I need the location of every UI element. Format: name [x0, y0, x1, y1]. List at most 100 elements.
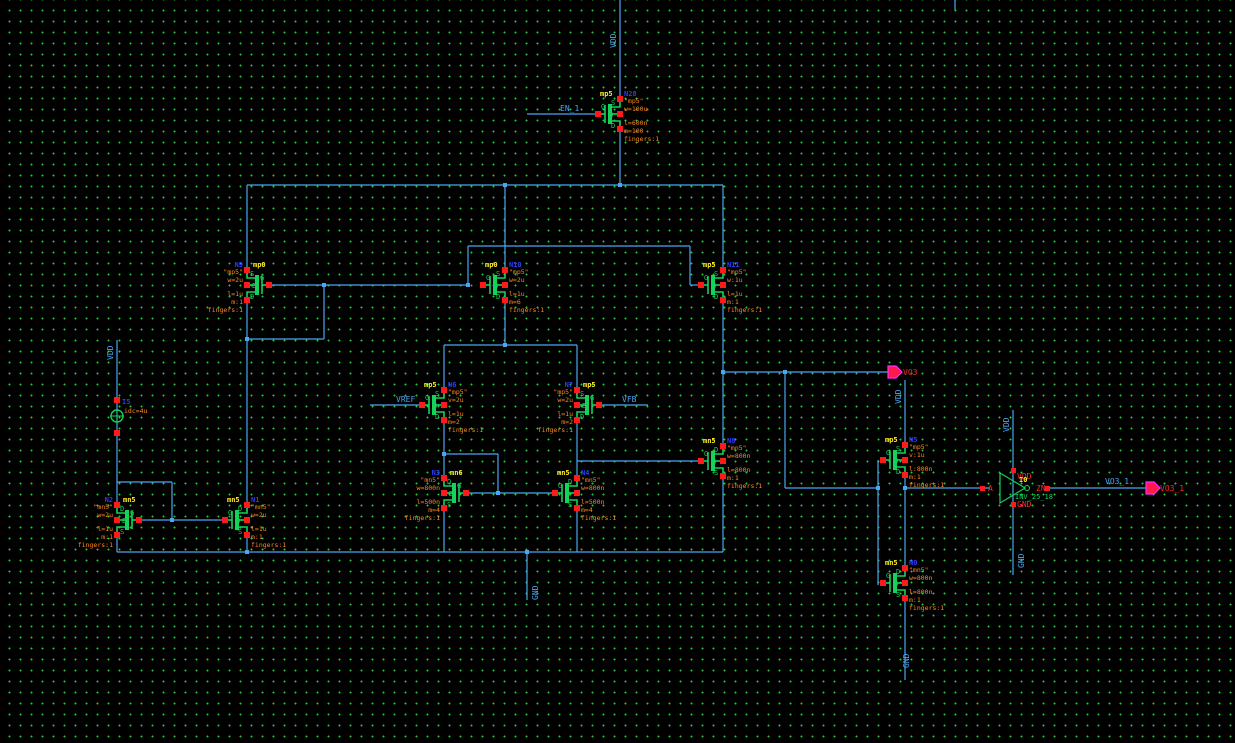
- model-name: "mp5": [727, 268, 747, 276]
- terminal-pin[interactable]: [617, 126, 623, 132]
- terminal-pin[interactable]: [114, 502, 120, 508]
- param-width: w=2u: [227, 276, 243, 284]
- terminal-pin[interactable]: [244, 502, 250, 508]
- terminal-pin[interactable]: [244, 517, 250, 523]
- terminal-pin[interactable]: [502, 282, 508, 288]
- terminal-pin[interactable]: [698, 282, 704, 288]
- terminal-pin[interactable]: [720, 267, 726, 273]
- current-source-i5[interactable]: I5 idc=4u: [110, 397, 148, 436]
- terminal-label: S: [714, 469, 718, 477]
- terminal-pin[interactable]: [114, 532, 120, 538]
- terminal-pin[interactable]: [595, 111, 601, 117]
- terminal-pin[interactable]: [574, 490, 580, 496]
- terminal-pin[interactable]: [574, 475, 580, 481]
- terminal-pin[interactable]: [902, 565, 908, 571]
- instance-name: N9: [235, 261, 243, 269]
- terminal-pin[interactable]: [720, 282, 726, 288]
- terminal-label: B: [252, 282, 256, 290]
- terminal-pin[interactable]: [720, 443, 726, 449]
- inverter-i0[interactable]: A VDD I0 ZN GND INV_25_18: [980, 468, 1053, 509]
- param-fingers: fingers:1: [624, 135, 659, 143]
- terminal-pin[interactable]: [902, 442, 908, 448]
- pin-label-vo3-1: VO3_1: [1160, 484, 1184, 493]
- terminal-pin[interactable]: [574, 402, 580, 408]
- terminal-pin[interactable]: [902, 595, 908, 601]
- terminal-pin[interactable]: [698, 458, 704, 464]
- terminal-label: S: [120, 528, 124, 536]
- terminal-pin[interactable]: [441, 387, 447, 393]
- terminal-pin[interactable]: [441, 475, 447, 481]
- terminal-pin[interactable]: [574, 417, 580, 423]
- terminal-pin[interactable]: [441, 402, 447, 408]
- terminal-pin[interactable]: [441, 505, 447, 511]
- terminal-pin[interactable]: [596, 402, 602, 408]
- terminal-pin[interactable]: [136, 517, 142, 523]
- param-multiplier: m:1: [909, 596, 921, 604]
- param-fingers: fingers:1: [909, 481, 944, 489]
- terminal-pin[interactable]: [574, 387, 580, 393]
- terminal-pin[interactable]: [902, 580, 908, 586]
- terminal-pin[interactable]: [720, 297, 726, 303]
- terminal-pin[interactable]: [419, 402, 425, 408]
- terminal-label: S: [238, 528, 242, 536]
- terminal-pin[interactable]: [244, 297, 250, 303]
- terminal-pin[interactable]: [441, 490, 447, 496]
- model-name: "mp5": [509, 268, 529, 276]
- terminal-pin[interactable]: [222, 517, 228, 523]
- terminal-pin[interactable]: [502, 297, 508, 303]
- terminal-pin[interactable]: [266, 282, 272, 288]
- terminal-label: B: [582, 402, 586, 410]
- terminal-label: D: [435, 413, 439, 421]
- terminal-pin[interactable]: [617, 111, 623, 117]
- terminal-pin[interactable]: [902, 457, 908, 463]
- param-length: l=1u: [509, 290, 525, 298]
- terminal-label: S: [250, 270, 254, 278]
- terminal-pin[interactable]: [244, 282, 250, 288]
- terminal-pin[interactable]: [552, 490, 558, 496]
- terminal-pin[interactable]: [720, 473, 726, 479]
- param-fingers: fingers:1: [581, 514, 616, 522]
- terminal-pin[interactable]: [114, 517, 120, 523]
- net-labels: VDD EN_1 VDD VREF VFB GND VDD GND VDD GN…: [106, 33, 1129, 668]
- terminal-pin[interactable]: [463, 490, 469, 496]
- terminal-pin[interactable]: [880, 580, 886, 586]
- terminal-label: S: [447, 501, 451, 509]
- pin-vo3[interactable]: VO3: [887, 365, 918, 379]
- param-width: w=2u: [557, 396, 573, 404]
- terminal-pin[interactable]: [244, 532, 250, 538]
- terminal-pin[interactable]: [502, 267, 508, 273]
- instance-name: N11: [727, 261, 740, 269]
- model-name: "mn5": [420, 476, 440, 484]
- terminal-pin[interactable]: [480, 282, 486, 288]
- terminal-pin[interactable]: [244, 267, 250, 273]
- terminal-pin[interactable]: [902, 472, 908, 478]
- param-length: l=1u: [251, 525, 267, 533]
- terminal-pin[interactable]: [441, 417, 447, 423]
- terminal-pin[interactable]: [720, 458, 726, 464]
- terminal-pin[interactable]: [880, 457, 886, 463]
- inverter-inst: I0: [1019, 476, 1027, 484]
- terminal-pin[interactable]: [617, 96, 623, 102]
- terminal-label: S: [580, 390, 584, 398]
- net-label-vdd-right: VDD: [894, 389, 903, 404]
- terminal-label: S: [611, 99, 615, 107]
- pin-vo3-1[interactable]: VO3_1: [1145, 481, 1184, 495]
- model-name: "mn5": [93, 503, 113, 511]
- terminal-pin[interactable]: [574, 505, 580, 511]
- terminal-label: G: [457, 482, 461, 490]
